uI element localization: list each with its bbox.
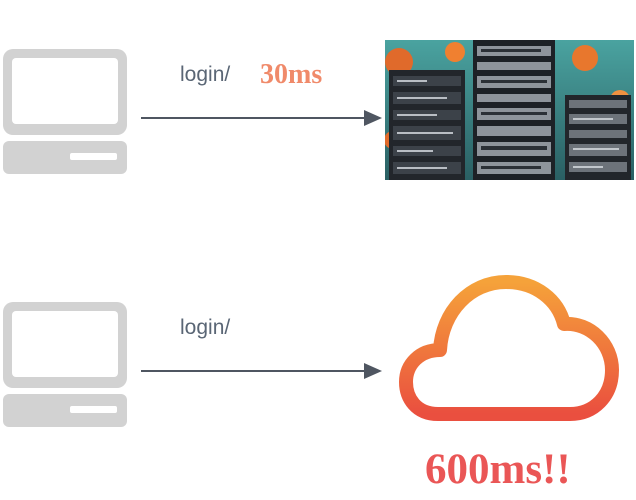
arrow (141, 363, 382, 379)
row-local-server: login/ 30ms (0, 0, 636, 200)
server-rack-icon (385, 40, 634, 180)
request-label: login/ (180, 316, 231, 339)
request-label: login/ (180, 63, 231, 86)
computer-icon (3, 49, 127, 174)
cloud-icon (399, 275, 619, 421)
latency-label: 30ms (260, 59, 323, 90)
row-cloud-server: login/ 600ms!! (0, 250, 636, 500)
computer-icon (3, 302, 127, 427)
arrow (141, 110, 382, 126)
latency-label: 600ms!! (425, 446, 571, 493)
